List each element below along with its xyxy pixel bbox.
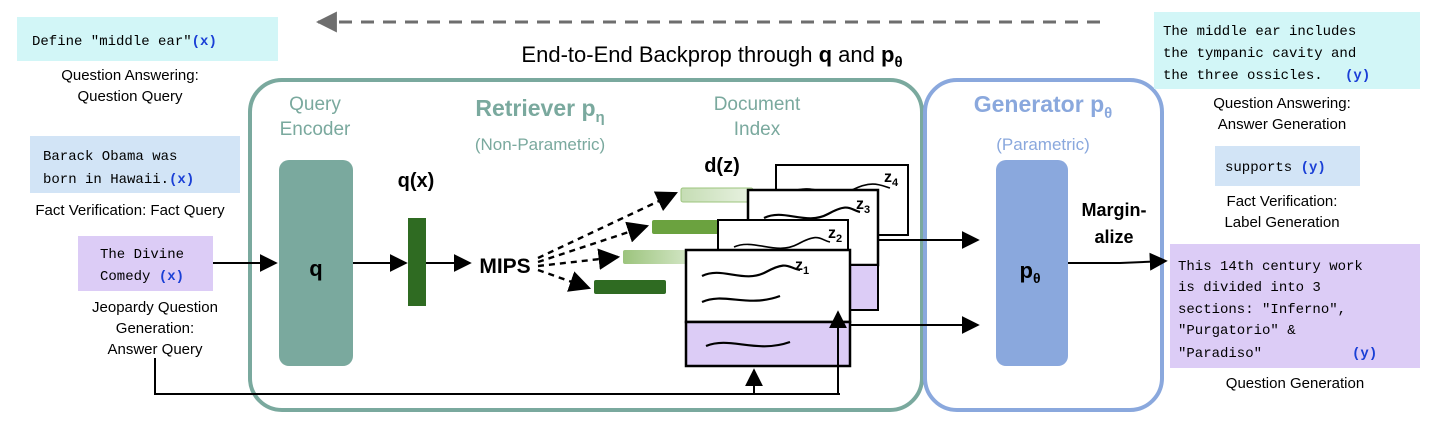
input-caption-qa-1: Question Answering: [61, 67, 199, 84]
query-vector [408, 218, 426, 306]
mips-arrow-3 [537, 221, 650, 264]
output-text-qg-2: is divided into 3 [1178, 280, 1321, 296]
doc-index-label-2: Index [734, 119, 781, 140]
generator-box [996, 160, 1068, 366]
query-encoder-label-2: Encoder [280, 119, 351, 140]
input-box-jeopardy [78, 236, 213, 291]
doc-index-label-1: Document [714, 94, 801, 115]
output-text-qg-5: "Paradiso"(y) [1178, 346, 1377, 362]
dz-label: d(z) [704, 155, 740, 177]
output-caption-qa-1: Question Answering: [1213, 95, 1351, 112]
query-encoder-symbol: q [309, 256, 322, 281]
output-text-qg-4: "Purgatorio" & [1178, 323, 1296, 339]
input-caption-jeopardy-1: Jeopardy Question [92, 299, 218, 316]
output-text-fact: supports (y) [1225, 160, 1326, 176]
input-text-fact-1: Barack Obama was [43, 149, 177, 165]
output-box-qa [1154, 12, 1420, 89]
marginalize-label-1: Margin- [1082, 200, 1147, 220]
mips-label: MIPS [479, 255, 530, 278]
marginalize-label-2: alize [1094, 227, 1133, 247]
output-caption-fact-2: Label Generation [1224, 214, 1339, 231]
retriever-panel [248, 78, 924, 412]
output-text-qg-1: This 14th century work [1178, 259, 1363, 275]
input-text-jeopardy-1: The Divine [100, 247, 184, 263]
document-1 [684, 248, 852, 368]
generator-panel [923, 78, 1164, 412]
output-text-qa-3: the three ossicles. (y) [1163, 68, 1370, 84]
output-box-question-gen [1170, 244, 1420, 368]
input-text-qa: Define "middle ear"(x) [32, 34, 217, 50]
output-text-qa-1: The middle ear includes [1163, 24, 1356, 40]
mips-arrow-2 [537, 248, 621, 270]
qx-label: q(x) [398, 170, 435, 192]
input-caption-fact: Fact Verification: Fact Query [35, 202, 225, 219]
backprop-title: End-to-End Backprop through q and pθ [521, 42, 902, 71]
z2-label: z2 [828, 225, 842, 245]
input-caption-jeopardy-3: Answer Query [107, 341, 203, 358]
output-box-fact [1215, 146, 1360, 186]
z4-label: z4 [884, 169, 899, 189]
input-box-fact [30, 136, 240, 193]
z1-label: z1 [795, 257, 809, 277]
output-caption-qa-2: Answer Generation [1218, 116, 1346, 133]
query-encoder-box [279, 160, 353, 366]
input-text-fact-2: born in Hawaii.(x) [43, 172, 194, 188]
output-text-qg-3: sections: "Inferno", [1178, 302, 1346, 318]
mips-arrow-4 [537, 191, 678, 260]
doc-vector-4 [680, 187, 754, 203]
z3-label: z3 [856, 196, 870, 216]
generator-subtitle: (Parametric) [996, 135, 1090, 154]
arrow-generator-to-output [1068, 252, 1168, 271]
retriever-title: Retriever pη [475, 95, 604, 126]
input-caption-jeopardy-2: Generation: [116, 320, 194, 337]
doc-vector-2 [623, 250, 695, 264]
mips-arrow-1 [537, 268, 592, 292]
output-text-qa-2: the tympanic cavity and [1163, 46, 1356, 62]
query-encoder-label-1: Query [289, 94, 341, 115]
input-caption-qa-2: Question Query [77, 88, 183, 105]
doc-vector-1 [594, 280, 666, 294]
input-bypass-line [154, 358, 840, 395]
generator-symbol: pθ [1019, 258, 1040, 286]
retriever-subtitle: (Non-Parametric) [475, 135, 605, 154]
input-box-qa [17, 17, 278, 61]
output-caption-question-gen: Question Generation [1226, 375, 1364, 392]
output-caption-fact-1: Fact Verification: [1227, 193, 1338, 210]
generator-title: Generator pθ [974, 91, 1112, 122]
doc-vector-3 [652, 220, 724, 234]
input-text-jeopardy-2: Comedy (x) [100, 269, 184, 285]
